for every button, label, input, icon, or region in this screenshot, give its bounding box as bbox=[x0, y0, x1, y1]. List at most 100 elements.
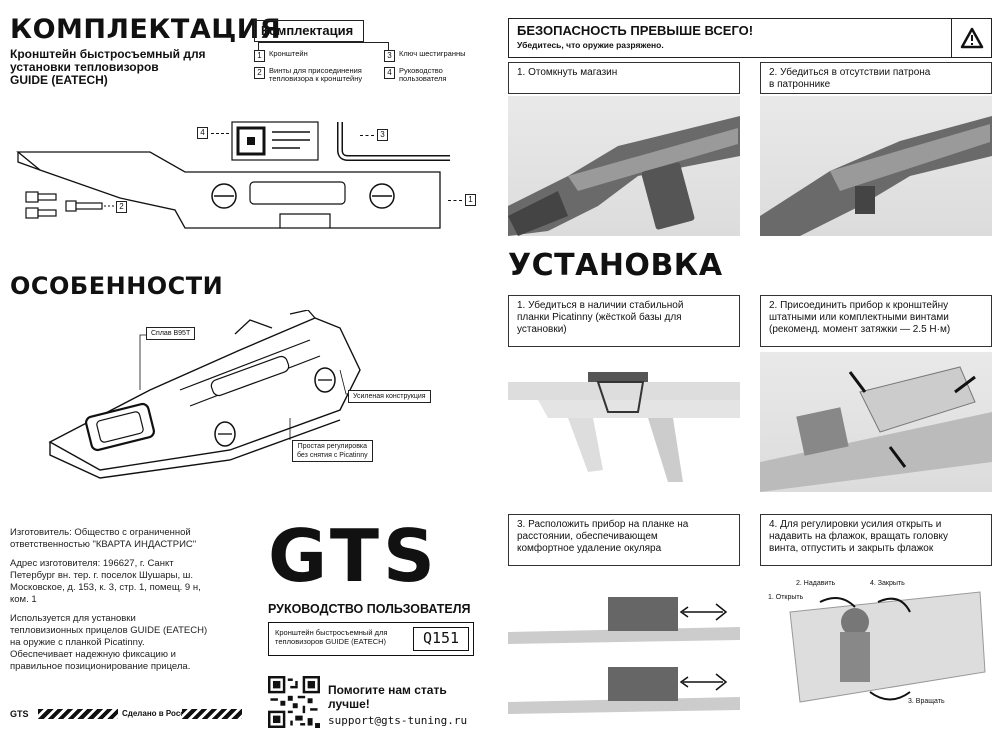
hex-key bbox=[337, 122, 450, 161]
safety-subtitle: Убедитесь, что оружие разряжено. bbox=[517, 40, 664, 50]
qr-code[interactable] bbox=[268, 676, 320, 728]
step-line: винта, отпустить и закрыть флажок bbox=[769, 543, 934, 554]
step-line: планки Picatinny (жёсткой базы для bbox=[517, 312, 682, 323]
gts-logo: GTS bbox=[268, 514, 439, 598]
product-desc: Кронштейн быстросъемный для тепловизоров… bbox=[275, 628, 387, 646]
product-code: Q151 bbox=[413, 627, 469, 651]
step-line: 3. Расположить прибор на планке на bbox=[517, 519, 689, 530]
legend-item: 3 Ключ шестигранны bbox=[384, 50, 494, 62]
legend-text: Кронштейн bbox=[269, 49, 308, 58]
step-line: 1. Убедиться в наличии стабильной bbox=[517, 300, 684, 311]
step-line: 2. Убедиться в отсутствии патрона bbox=[769, 67, 931, 78]
step-line: комфортное удаление окуляра bbox=[517, 543, 662, 554]
part-num: 2 bbox=[116, 201, 127, 213]
kit-subtitle: Кронштейн быстросъемный для установки те… bbox=[10, 48, 206, 87]
kit-title: КОМПЛЕКТАЦИЯ bbox=[10, 14, 282, 45]
info-line: Петербург вн. тер. г. поселок Шушары, ш. bbox=[10, 570, 194, 581]
step-text: 2. Убедиться в отсутствии патрона в патр… bbox=[761, 63, 991, 95]
part-num: 4 bbox=[197, 127, 208, 139]
support-email[interactable]: support@gts-tuning.ru bbox=[328, 714, 468, 727]
callout-line: без снятия с Picatinny bbox=[297, 452, 368, 459]
photo-check-chamber bbox=[760, 96, 992, 236]
info-line: Московское, д. 153, к. 3, стр. 1, помещ.… bbox=[10, 582, 201, 593]
kit-subtitle-line: установки тепловизоров bbox=[10, 60, 159, 74]
legend-num: 2 bbox=[254, 67, 265, 79]
legend-connector bbox=[258, 42, 259, 50]
info-line: правильное позиционирование прицела. bbox=[10, 661, 191, 672]
footer-logo: GTS bbox=[10, 709, 29, 719]
legend-title: Комплектация bbox=[254, 20, 364, 42]
part-num: 1 bbox=[465, 194, 476, 206]
info-line: Обеспечивает надежную фиксацию и bbox=[10, 649, 176, 660]
legend-text: Руководство пользователя bbox=[399, 66, 447, 83]
footer-hatch bbox=[182, 709, 242, 719]
install-step-4: 4. Для регулировки усилия открыть и нада… bbox=[760, 514, 992, 566]
step-line: установки) bbox=[517, 324, 567, 335]
callout-alloy: Сплав В95Т bbox=[146, 327, 196, 340]
kit-subtitle-line: GUIDE (EATECH) bbox=[10, 73, 108, 87]
step4-label-close: 4. Закрыть bbox=[870, 580, 905, 587]
manual-title: РУКОВОДСТВО ПОЛЬЗОВАТЕЛЯ bbox=[268, 602, 471, 616]
legend-num: 4 bbox=[384, 67, 395, 79]
legend-text: Винты для присоединения тепловизора к кр… bbox=[269, 66, 363, 83]
safety-title: БЕЗОПАСНОСТЬ ПРЕВЫШЕ ВСЕГО! bbox=[517, 23, 754, 38]
step4-label-rotate: 3. Вращать bbox=[908, 698, 945, 705]
photo-remove-magazine bbox=[508, 96, 740, 236]
safety-step-2: 2. Убедиться в отсутствии патрона в патр… bbox=[760, 62, 992, 94]
info-line: тепловизионных прицелов GUIDE (EATECH) bbox=[10, 625, 208, 636]
info-line: ком. 1 bbox=[10, 594, 37, 605]
step-line: штатными или комплектными винтами bbox=[769, 312, 949, 323]
legend-num: 3 bbox=[384, 50, 395, 62]
photo-picatinny-rifle bbox=[508, 352, 740, 492]
photo-eye-relief bbox=[508, 572, 740, 737]
step-text: 1. Отомкнуть магазин bbox=[517, 67, 618, 78]
info-line bbox=[10, 606, 250, 613]
manufacturer-info: Изготовитель: Общество с ограниченной от… bbox=[10, 527, 250, 673]
legend-item: 1 Кронштейн bbox=[254, 50, 384, 62]
help-line: лучше! bbox=[328, 697, 370, 711]
photo-adjust-lever: 1. Открыть 2. Надавить 4. Закрыть 3. Вра… bbox=[760, 572, 992, 737]
warning-icon bbox=[951, 19, 991, 57]
footer-made: Сделано в России bbox=[122, 709, 195, 718]
legend-item: 2 Винты для присоединения тепловизора к … bbox=[254, 67, 384, 83]
step4-label-open: 1. Открыть bbox=[768, 594, 804, 601]
info-line: ответственностью "КВАРТА ИНДАСТРИС" bbox=[10, 539, 197, 550]
legend-num: 1 bbox=[254, 50, 265, 62]
product-desc-line: Кронштейн быстросъемный для bbox=[275, 628, 388, 637]
features-title: ОСОБЕННОСТИ bbox=[10, 272, 224, 300]
kit-subtitle-line: Кронштейн быстросъемный для bbox=[10, 47, 206, 61]
bracket-iso-drawing bbox=[48, 310, 361, 479]
callout-reinforced: Усиленая конструкция bbox=[348, 390, 431, 403]
install-title: УСТАНОВКА bbox=[508, 248, 723, 283]
part-label-2: 2 bbox=[116, 201, 127, 213]
step-line: надавить на флажок, вращать головку bbox=[769, 531, 949, 542]
install-step-3: 3. Расположить прибор на планке на расст… bbox=[508, 514, 740, 566]
info-line: на оружие с планкой Picatinny. bbox=[10, 637, 145, 648]
safety-step-1: 1. Отомкнуть магазин bbox=[508, 62, 740, 94]
part-label-4: 4 bbox=[197, 127, 229, 139]
screws bbox=[25, 191, 103, 219]
callout-adjust: Простая регулировка без снятия с Picatin… bbox=[292, 440, 373, 462]
product-desc-line: тепловизоров GUIDE (EATECH) bbox=[275, 637, 387, 646]
help-text: Помогите нам стать лучше! bbox=[328, 683, 447, 711]
footer-hatch bbox=[38, 709, 118, 719]
info-line bbox=[10, 551, 250, 558]
part-num: 3 bbox=[377, 129, 388, 141]
step4-label-press: 2. Надавить bbox=[796, 580, 836, 587]
install-step-1: 1. Убедиться в наличии стабильной планки… bbox=[508, 295, 740, 347]
callout-line: Простая регулировка bbox=[297, 443, 368, 450]
kit-exploded-drawing bbox=[16, 121, 450, 229]
install-step-2: 2. Присоединить прибор к кронштейну штат… bbox=[760, 295, 992, 347]
legend-connector bbox=[258, 42, 388, 43]
product-box: Кронштейн быстросъемный для тепловизоров… bbox=[268, 622, 474, 656]
step-line: в патроннике bbox=[769, 79, 831, 90]
info-line: Изготовитель: Общество с ограниченной bbox=[10, 527, 191, 538]
info-line: Адрес изготовителя: 196627, г. Санкт bbox=[10, 558, 174, 569]
step-text: 4. Для регулировки усилия открыть и нада… bbox=[761, 515, 991, 559]
legend-text: Ключ шестигранны bbox=[399, 49, 466, 58]
photo-attach-device bbox=[760, 352, 992, 492]
part-label-1: 1 bbox=[448, 194, 476, 206]
info-line: Используется для установки bbox=[10, 613, 136, 624]
legend-item: 4 Руководство пользователя bbox=[384, 67, 494, 83]
step-line: расстоянии, обеспечивающем bbox=[517, 531, 658, 542]
